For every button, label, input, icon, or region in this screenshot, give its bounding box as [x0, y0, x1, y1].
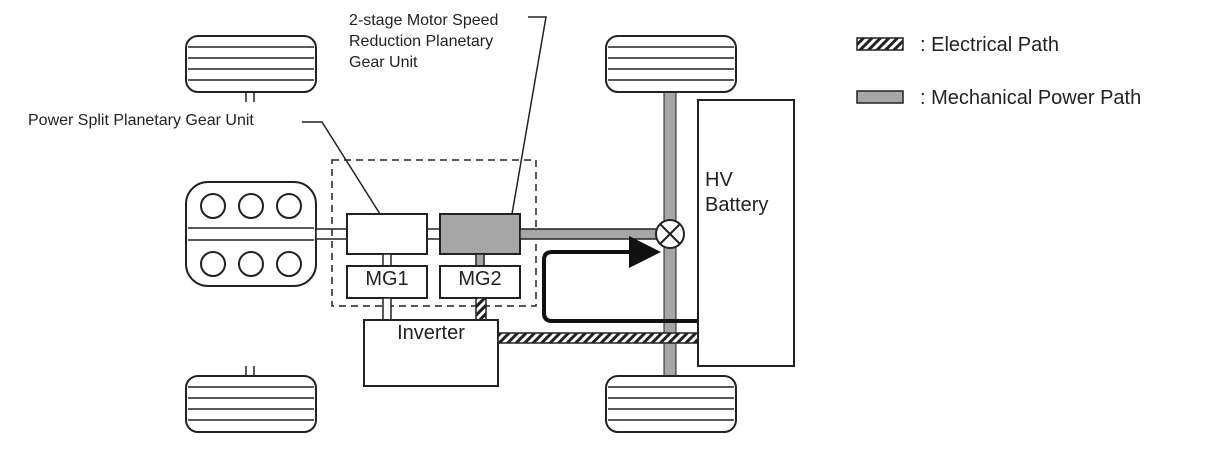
- legend-mechanical-label: : Mechanical Power Path: [920, 87, 1142, 109]
- inverter-box: [363, 319, 499, 387]
- mg2-inverter-link: [475, 297, 487, 321]
- mg2-box: [439, 265, 521, 299]
- legend-mechanical-swatch: [856, 90, 904, 104]
- mg1-shaft: [382, 253, 392, 267]
- engine: [185, 181, 317, 287]
- two-stage-label-line1: 2-stage Motor Speed: [349, 12, 499, 29]
- output-shaft: [519, 228, 661, 240]
- inverter-label: Inverter: [397, 322, 465, 344]
- two-stage-label-line3: Gear Unit: [349, 54, 418, 71]
- hv-battery-label: HV Battery: [705, 168, 768, 218]
- mg1-label: MG1: [365, 268, 409, 290]
- power-split-gear-unit: [346, 213, 428, 255]
- tire-front-right: [605, 35, 737, 93]
- legend-electrical-label: : Electrical Path: [920, 34, 1059, 56]
- hv-battery-label-line2: Battery: [705, 194, 769, 216]
- motor-reduction-gear-unit: [439, 213, 521, 255]
- inter-unit-shaft: [426, 228, 441, 240]
- electrical-path-link: [497, 332, 699, 344]
- legend-electrical-swatch: [856, 37, 904, 51]
- two-stage-leader: [511, 16, 547, 215]
- two-stage-label: 2-stage Motor Speed Reduction Planetary …: [349, 10, 498, 73]
- mg2-shaft: [475, 253, 485, 267]
- hv-battery-label-line1: HV: [705, 169, 733, 191]
- mg1-inverter-link: [382, 297, 392, 321]
- tire-rear-right: [605, 375, 737, 433]
- power-split-leader: [302, 121, 381, 215]
- power-flow-arrow: [542, 236, 697, 323]
- power-split-label: Power Split Planetary Gear Unit: [28, 112, 254, 129]
- hv-battery-box: [697, 99, 795, 367]
- mg2-label: MG2: [458, 268, 502, 290]
- differential-icon: [655, 219, 685, 249]
- two-stage-label-line2: Reduction Planetary: [349, 33, 494, 50]
- tire-rear-left: [185, 366, 317, 433]
- tire-front-left: [185, 35, 317, 102]
